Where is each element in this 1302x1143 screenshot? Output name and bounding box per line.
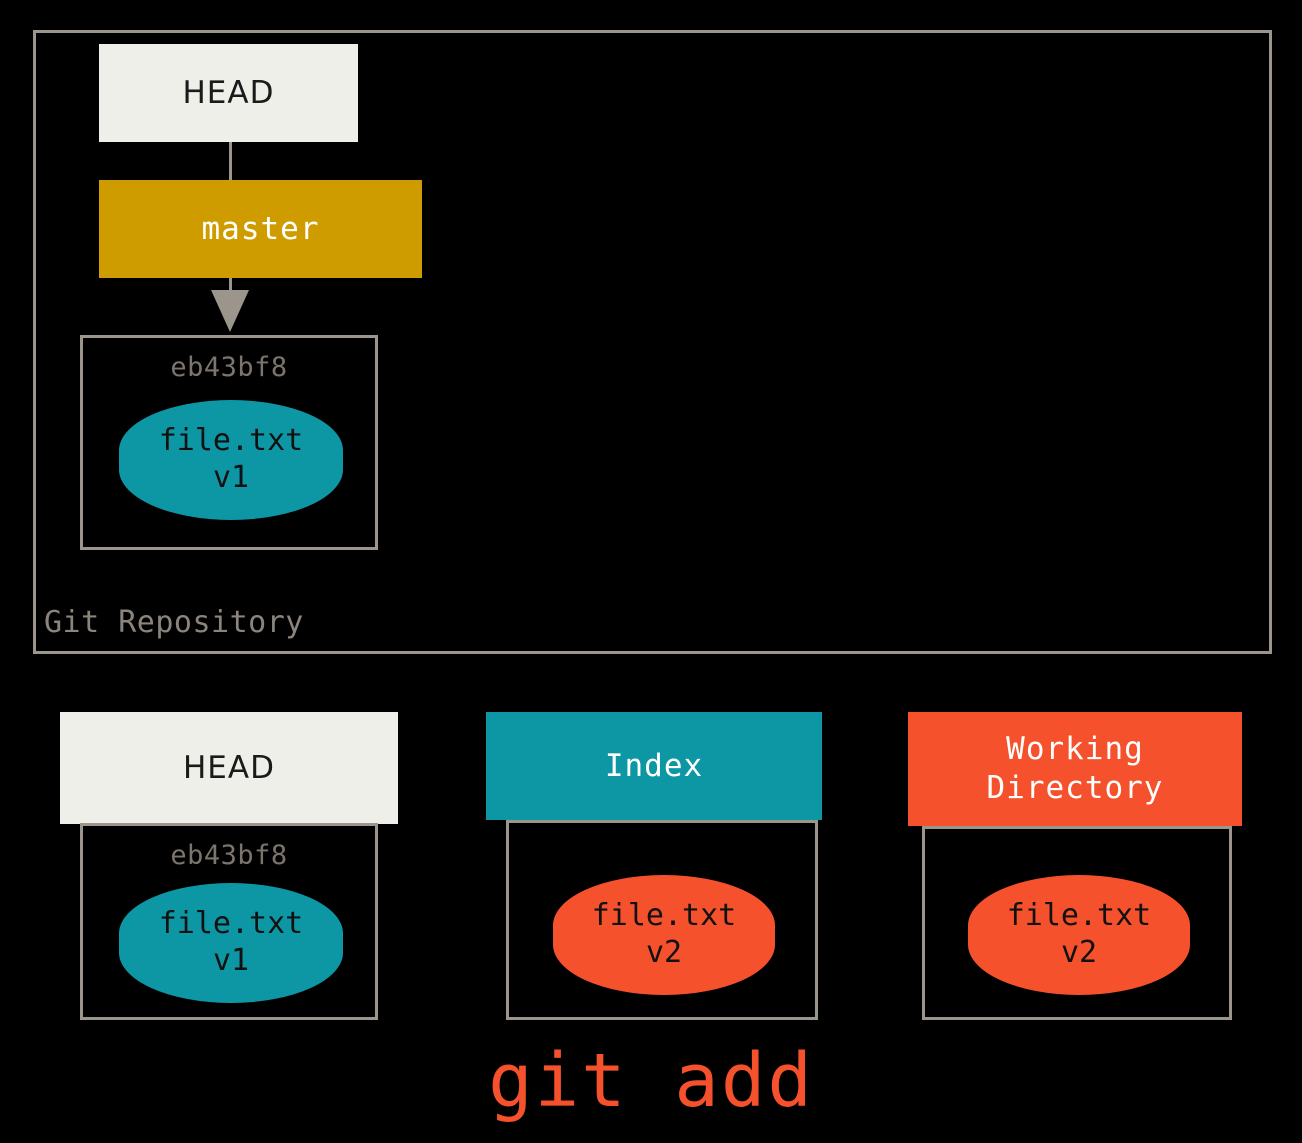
head-column-file-version: v1	[212, 943, 250, 978]
master-ref-box: master	[99, 180, 422, 278]
column-header-head: HEAD	[60, 712, 398, 824]
column-body-index: file.txt v2	[506, 820, 818, 1020]
commit-file-name: file.txt	[158, 423, 304, 459]
commit-file-blob: file.txt v1	[119, 400, 343, 520]
head-column-file-name: file.txt	[158, 906, 304, 942]
commit-sha: eb43bf8	[170, 352, 288, 383]
column-body-head: eb43bf8 file.txt v1	[80, 823, 378, 1020]
column-header-working-directory: Working Directory	[908, 712, 1242, 826]
column-header-index: Index	[486, 712, 822, 820]
working-directory-file-version: v2	[1060, 935, 1098, 970]
head-column-file-blob: file.txt v1	[119, 883, 343, 1003]
index-column-file-name: file.txt	[591, 898, 737, 934]
arrowhead-icon	[211, 290, 249, 332]
index-column-file-blob: file.txt v2	[553, 875, 775, 995]
git-repository-label: Git Repository	[44, 605, 304, 640]
connector-head-to-master	[229, 142, 232, 180]
commit-box: eb43bf8 file.txt v1	[80, 335, 378, 550]
git-repository-frame	[33, 30, 1272, 654]
column-body-working-directory: file.txt v2	[922, 826, 1232, 1020]
index-column-file-version: v2	[645, 935, 683, 970]
head-ref-box: HEAD	[99, 44, 358, 142]
command-caption: git add	[488, 1038, 814, 1124]
commit-file-version: v1	[212, 460, 250, 495]
head-column-sha: eb43bf8	[170, 840, 288, 871]
working-directory-file-name: file.txt	[1006, 898, 1152, 934]
working-directory-file-blob: file.txt v2	[968, 875, 1190, 995]
